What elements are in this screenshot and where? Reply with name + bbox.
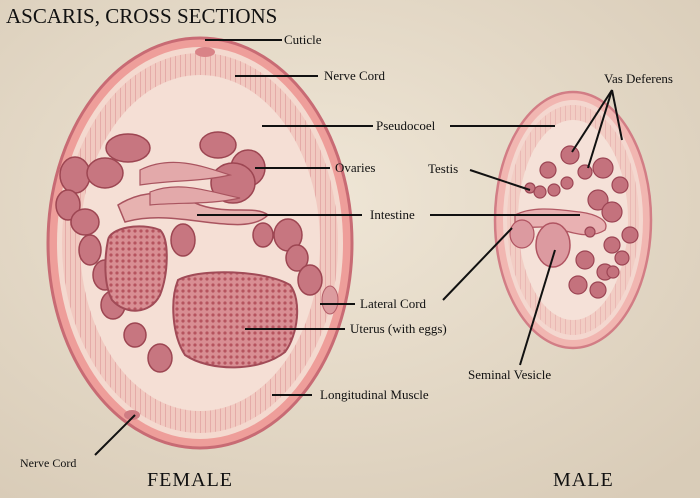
label-female: FEMALE	[147, 469, 233, 491]
label-cuticle: Cuticle	[284, 32, 322, 47]
diagram-title: ASCARIS, CROSS SECTIONS	[6, 4, 278, 28]
label-pseudocoel: Pseudocoel	[376, 118, 436, 133]
label-lateral-cord: Lateral Cord	[360, 296, 427, 311]
label-vas-deferens: Vas Deferens	[604, 71, 673, 86]
label-longitudinal-muscle: Longitudinal Muscle	[320, 387, 429, 402]
label-seminal-vesicle: Seminal Vesicle	[468, 367, 552, 382]
male-section	[493, 90, 653, 350]
female-lateral-cord	[321, 285, 339, 315]
label-male: MALE	[553, 469, 614, 491]
pointer-lines	[94, 39, 623, 456]
label-intestine: Intestine	[370, 207, 415, 222]
label-ovaries: Ovaries	[335, 160, 376, 175]
label-testis: Testis	[428, 161, 459, 176]
male-seminal-vesicle	[535, 222, 571, 268]
female-ventral-nerve-cord	[124, 410, 140, 420]
female-uterus-left	[104, 225, 168, 312]
label-nerve-cord-top: Nerve Cord	[324, 68, 386, 83]
female-uterus-right	[172, 271, 299, 369]
female-dorsal-nerve-cord	[195, 47, 215, 57]
male-testis-vas-deferens	[524, 145, 639, 299]
female-section	[46, 36, 354, 450]
female-ovaries	[55, 131, 323, 373]
label-uterus: Uterus (with eggs)	[350, 321, 447, 336]
label-nerve-cord-bottom: Nerve Cord	[20, 456, 77, 470]
